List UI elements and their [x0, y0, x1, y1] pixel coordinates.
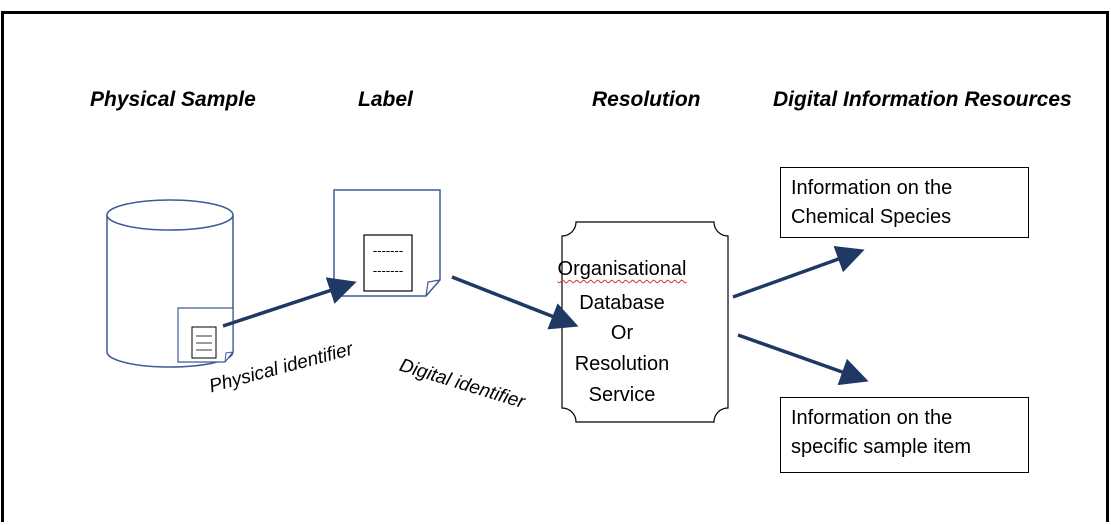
arrow-label-to-resolution [451, 275, 579, 330]
heading-resolution: Resolution [592, 88, 701, 111]
label-document-icon: ------- ------- [333, 189, 441, 297]
label-line-bottom: ------- [373, 263, 403, 278]
info-box-sample-item: Information on the specific sample item [780, 397, 1029, 473]
label-line-top: ------- [373, 243, 403, 258]
heading-digital-resources: Digital Information Resources [773, 88, 1072, 111]
arrow-resolution-to-sample [737, 333, 869, 386]
arrow-resolution-to-chemical [732, 245, 865, 299]
info-box-chemical-species: Information on the Chemical Species [780, 167, 1029, 238]
heading-physical-sample: Physical Sample [90, 88, 256, 111]
resolution-line-5: Service [588, 384, 656, 406]
diagram-frame [1, 11, 1109, 522]
resolution-line-1: Organisational [557, 258, 687, 280]
heading-label: Label [358, 88, 413, 111]
arrow-sample-to-label [222, 277, 357, 328]
resolution-line-2: Database [579, 292, 665, 314]
resolution-line-3: Or [610, 322, 634, 344]
resolution-line-4: Resolution [574, 353, 670, 375]
cylinder-label-icon [177, 307, 234, 363]
resolution-service-shape [561, 221, 729, 423]
